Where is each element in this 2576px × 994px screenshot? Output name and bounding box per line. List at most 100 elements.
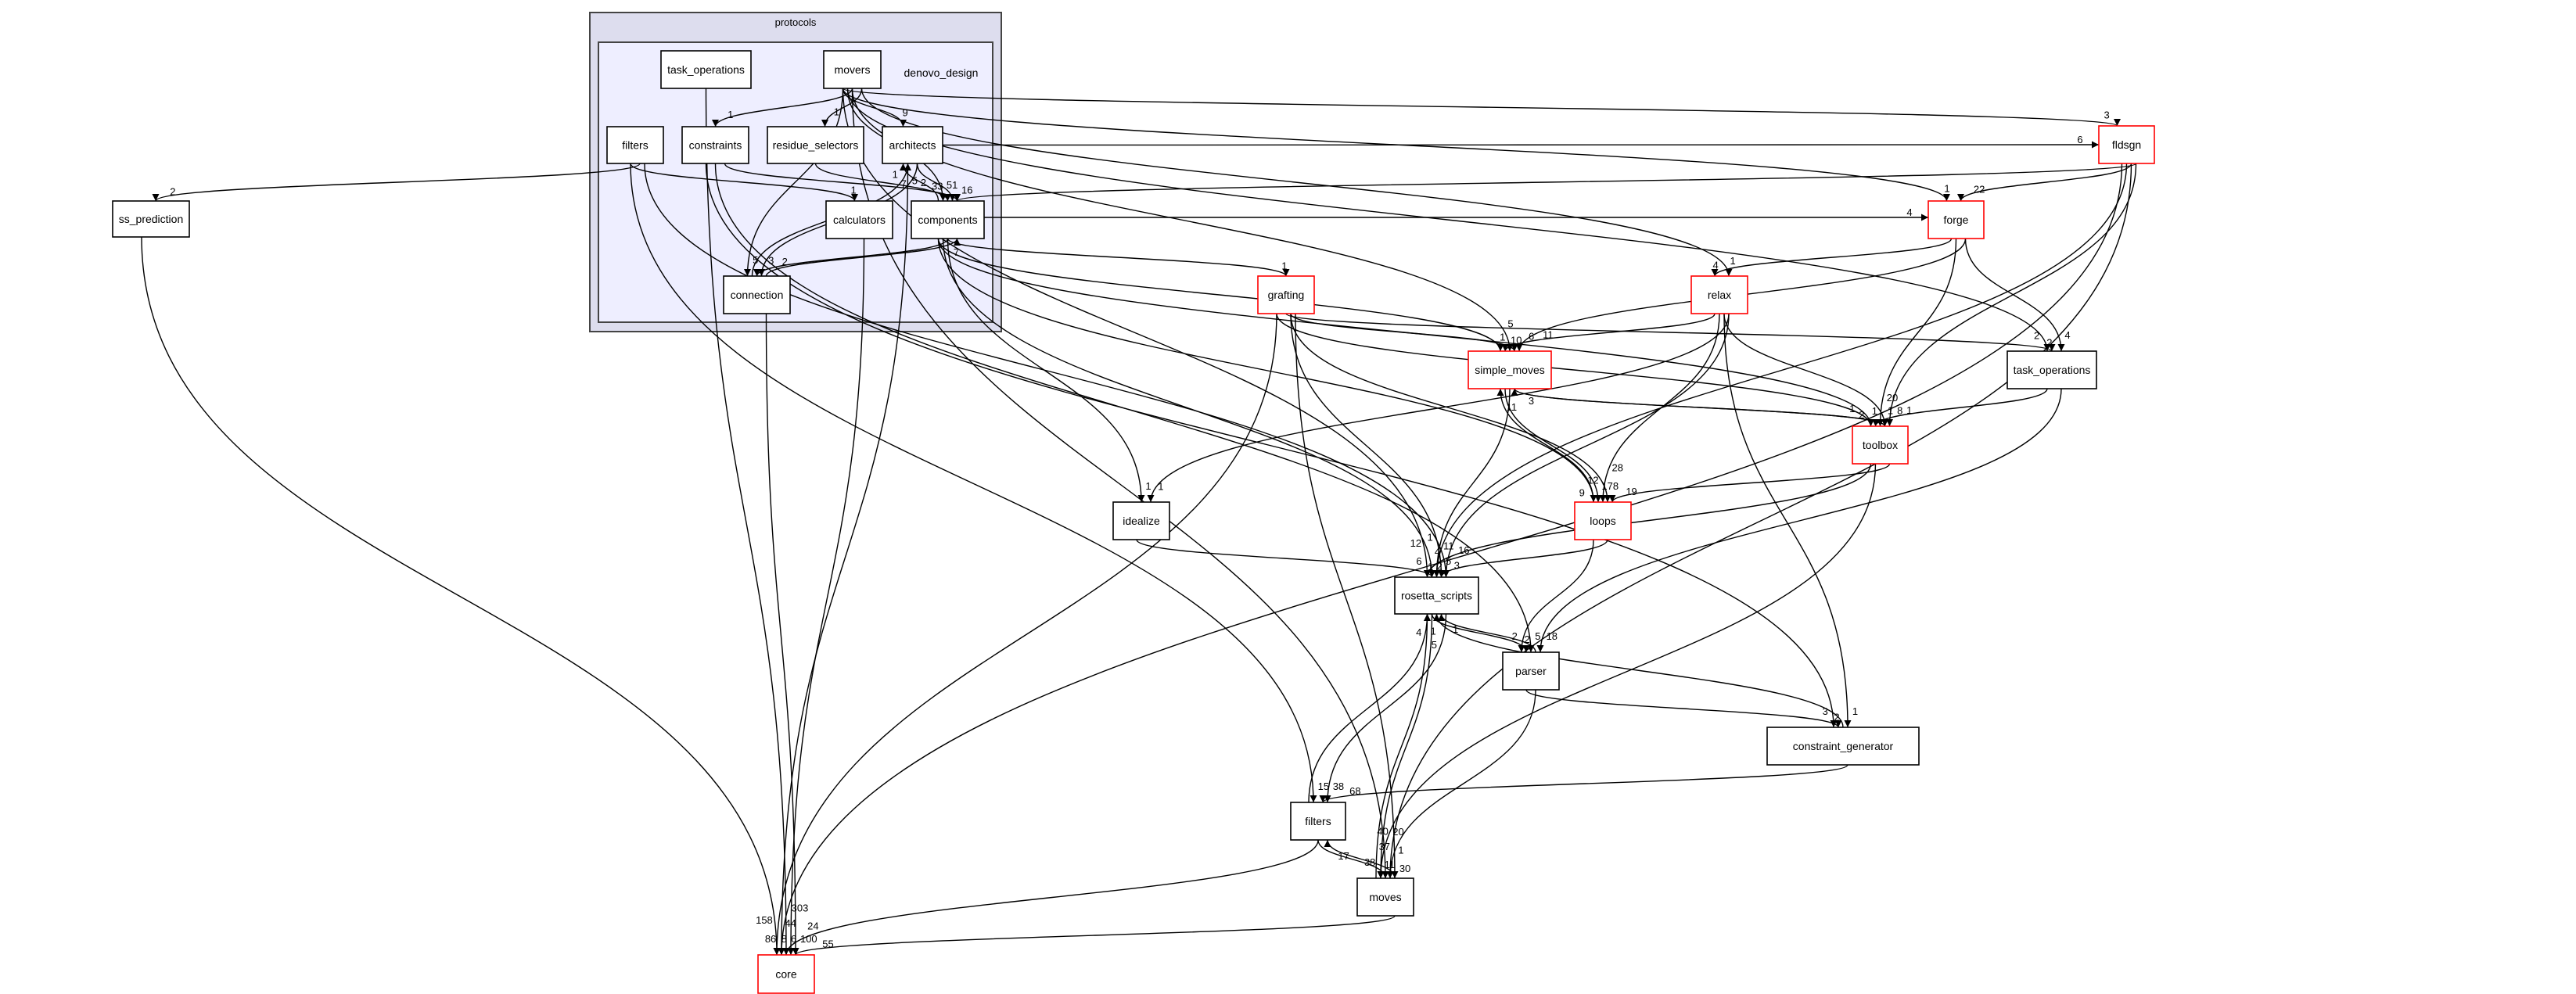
edge-count-label[interactable]: 12 xyxy=(1587,475,1598,486)
edge-count-label[interactable]: 2 xyxy=(782,256,788,267)
edge-count-label[interactable]: 1 xyxy=(1500,331,1505,343)
node-moves[interactable]: moves xyxy=(1356,877,1414,917)
edge-moves-to-core[interactable] xyxy=(792,915,1396,956)
edge-forge-to-toolbox[interactable] xyxy=(1877,238,1957,427)
node-toolbox[interactable]: toolbox xyxy=(1852,425,1909,465)
edge-count-label[interactable]: 16 xyxy=(961,184,972,196)
edge-grafting-to-moves[interactable] xyxy=(1295,313,1399,879)
edge-count-label[interactable]: 1 xyxy=(1730,255,1735,267)
edge-dd_movers-to-forge[interactable] xyxy=(842,88,1950,202)
edge-count-label[interactable]: 24 xyxy=(807,920,818,932)
edge-count-label[interactable]: 2 xyxy=(1512,630,1518,642)
edge-task_operations-to-parser[interactable] xyxy=(1536,388,2062,653)
edge-count-label[interactable]: 1 xyxy=(728,109,733,120)
edge-count-label[interactable]: 1 xyxy=(1145,480,1151,492)
edge-count-label[interactable]: 2 xyxy=(1524,633,1529,645)
edge-dd_components-to-loops[interactable] xyxy=(937,238,1597,503)
edge-count-label[interactable]: 2 xyxy=(170,185,175,197)
edge-count-label[interactable]: 40 xyxy=(1377,825,1388,837)
edge-dd_components-to-dd_architects[interactable] xyxy=(900,163,940,202)
edge-count-label[interactable]: 1 xyxy=(1944,182,1949,194)
edge-dd_filters-to-filters[interactable] xyxy=(630,163,1317,803)
edge-count-label[interactable]: 9 xyxy=(902,107,907,119)
edge-count-label[interactable]: 3 xyxy=(1529,395,1534,407)
edge-count-label[interactable]: 1 xyxy=(1428,561,1433,572)
node-dd-movers[interactable]: movers xyxy=(823,50,882,89)
edge-relax-to-toolbox[interactable] xyxy=(1723,313,1888,427)
edge-constraint_generator-to-rosetta_scripts[interactable] xyxy=(1433,613,1844,728)
edge-count-label[interactable]: 2 xyxy=(1437,560,1442,572)
edge-count-label[interactable]: 11 xyxy=(1385,859,1396,870)
edge-count-label[interactable]: 5 xyxy=(1535,630,1540,642)
edge-dd_components-to-toolbox[interactable] xyxy=(937,238,1874,427)
edge-count-label[interactable]: 2 xyxy=(921,177,926,188)
edge-count-label[interactable]: 1 xyxy=(851,184,857,196)
edge-count-label[interactable]: 1 xyxy=(1398,844,1403,856)
node-dd-components[interactable]: components xyxy=(911,200,985,239)
edge-grafting-to-task_operations[interactable] xyxy=(1285,313,2056,352)
edge-count-label[interactable]: 22 xyxy=(1974,184,1985,196)
edge-dd_architects-to-core[interactable] xyxy=(778,163,909,956)
node-rosetta-scripts[interactable]: rosetta_scripts xyxy=(1394,576,1479,615)
node-constraint-generator[interactable]: constraint_generator xyxy=(1766,727,1920,766)
edge-filters-to-core[interactable] xyxy=(782,839,1319,956)
edge-count-label[interactable]: 1 xyxy=(1453,623,1458,635)
edge-grafting-to-toolbox[interactable] xyxy=(1276,313,1874,427)
edge-count-label[interactable]: 38 xyxy=(1364,856,1375,868)
node-forge[interactable]: forge xyxy=(1928,200,1985,239)
edge-count-label[interactable]: 33 xyxy=(932,180,943,192)
edge-dd_movers-to-dd_constraints[interactable] xyxy=(712,88,853,127)
edge-dd_filters-to-dd_calculators[interactable] xyxy=(630,163,858,202)
edge-dd_components-to-simple_moves[interactable] xyxy=(937,238,1504,352)
edge-filters-to-rosetta_scripts[interactable] xyxy=(1308,613,1431,803)
edge-count-label[interactable]: 51 xyxy=(947,179,957,191)
edge-count-label[interactable]: 4 xyxy=(1435,546,1440,558)
edge-count-label[interactable]: 3 xyxy=(1823,705,1828,717)
edge-count-label[interactable]: 5 xyxy=(912,175,918,187)
edge-count-label[interactable]: 44 xyxy=(785,917,796,929)
edge-count-label[interactable]: 6 xyxy=(791,933,796,945)
edge-count-label[interactable]: 3 xyxy=(2104,109,2110,120)
edge-count-label[interactable]: 5 xyxy=(753,254,758,266)
edge-count-label[interactable]: 178 xyxy=(1601,480,1619,492)
node-dd-filters[interactable]: filters xyxy=(606,126,664,164)
edge-constraint_generator-to-filters[interactable] xyxy=(1319,764,1848,803)
node-dd-architects[interactable]: architects xyxy=(882,126,943,164)
edge-dd_residue_selectors-to-dd_components[interactable] xyxy=(814,163,951,202)
edge-count-label[interactable]: 11 xyxy=(1543,329,1554,341)
node-dd-residue-selectors[interactable]: residue_selectors xyxy=(767,126,864,164)
edge-relax-to-idealize[interactable] xyxy=(1147,313,1730,503)
node-fldsgn[interactable]: fldsgn xyxy=(2098,125,2155,164)
edge-count-label[interactable]: 17 xyxy=(1338,850,1349,862)
edge-count-label[interactable]: 2 xyxy=(1834,711,1839,723)
edge-ss_prediction-to-core[interactable] xyxy=(141,236,781,956)
edge-count-label[interactable]: 100 xyxy=(800,933,817,945)
edge-count-label[interactable]: 303 xyxy=(792,902,809,914)
edge-count-label[interactable]: 1 xyxy=(1852,705,1858,717)
edge-count-label[interactable]: 18 xyxy=(1547,630,1557,642)
edge-count-label[interactable]: 7 xyxy=(901,178,907,189)
edge-fldsgn-to-toolbox[interactable] xyxy=(1886,163,2137,427)
edge-idealize-to-rosetta_scripts[interactable] xyxy=(1136,539,1435,578)
edge-fldsgn-to-rosetta_scripts[interactable] xyxy=(1433,163,2128,578)
edge-count-label[interactable]: 1 xyxy=(1888,404,1893,416)
edge-count-label[interactable]: 20 xyxy=(1887,392,1898,404)
edge-count-label[interactable]: 11 xyxy=(1443,540,1454,551)
edge-fldsgn-to-moves[interactable] xyxy=(1386,163,2132,879)
edge-count-label[interactable]: 8 xyxy=(1897,404,1902,416)
edge-simple_moves-to-loops[interactable] xyxy=(1504,388,1602,503)
edge-dd_movers-to-dd_connection[interactable] xyxy=(744,88,844,277)
edge-count-label[interactable]: 1 xyxy=(1906,404,1912,416)
edge-relax-to-rosetta_scripts[interactable] xyxy=(1442,313,1730,578)
edge-grafting-to-core[interactable] xyxy=(773,313,1277,956)
edge-parser-to-constraint_generator[interactable] xyxy=(1525,689,1842,728)
edge-count-label[interactable]: 55 xyxy=(822,938,833,949)
edge-moves-to-rosetta_scripts[interactable] xyxy=(1375,613,1431,879)
edge-count-label[interactable]: 30 xyxy=(1399,863,1410,874)
edge-count-label[interactable]: 1 xyxy=(1849,403,1855,414)
node-task-operations[interactable]: task_operations xyxy=(2007,350,2097,389)
edge-count-label[interactable]: 4 xyxy=(1416,626,1421,638)
edge-count-label[interactable]: 1 xyxy=(1158,481,1163,493)
edge-relax-to-constraint_generator[interactable] xyxy=(1723,313,1852,728)
edge-dd_movers-to-dd_architects[interactable] xyxy=(842,88,907,127)
